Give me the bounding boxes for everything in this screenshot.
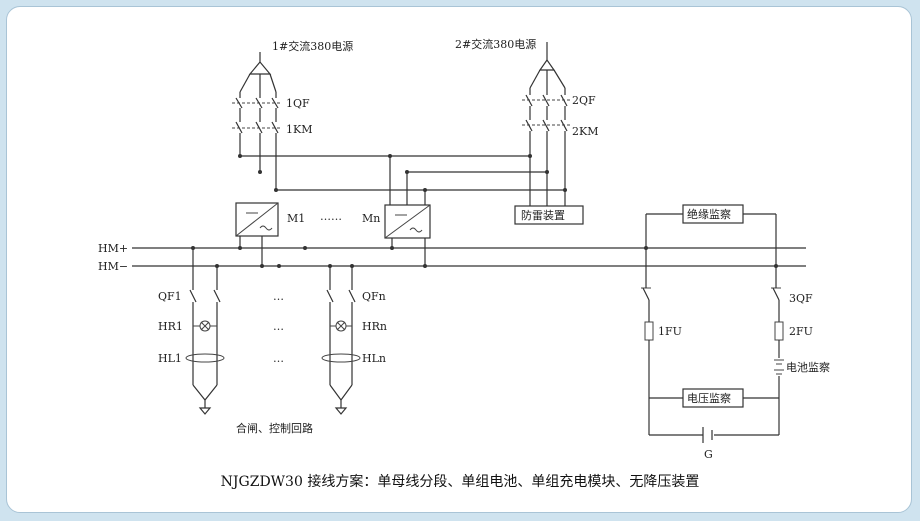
label-qfn: QFn (362, 290, 386, 303)
label-3qf: 3QF (789, 292, 813, 305)
source-1-branch (232, 52, 280, 190)
label-module-dots: …… (320, 210, 342, 223)
charging-module-mn (384, 204, 431, 239)
label-vdots-2: … (273, 320, 284, 333)
label-closing-control-circuit: 合闸、控制回路 (236, 421, 313, 435)
label-source-2: 2#交流380电源 (455, 37, 536, 51)
diagram-caption: NJGZDW30 接线方案：单母线分段、单组电池、单组充电模块、无降压装置 (221, 473, 700, 490)
label-lightning-protection: 防雷装置 (521, 208, 565, 222)
label-source-1: 1#交流380电源 (272, 39, 353, 53)
label-1fu: 1FU (658, 325, 682, 338)
label-module-mn: Mn (362, 212, 380, 225)
label-insulation-monitor: 绝缘监察 (687, 207, 731, 221)
label-hm-minus: HM− (98, 260, 128, 273)
label-2qf: 2QF (572, 94, 596, 107)
lightning-protection-box (514, 205, 584, 225)
diagram-panel (6, 6, 912, 513)
feeder-n (321, 266, 361, 415)
label-hln: HLn (362, 352, 386, 365)
label-voltage-monitor: 电压监察 (687, 391, 731, 405)
label-hl1: HL1 (158, 352, 182, 365)
label-qf1: QF1 (158, 290, 182, 303)
feeder-1 (185, 248, 225, 415)
label-1qf: 1QF (286, 97, 310, 110)
label-2km: 2KM (572, 125, 598, 138)
charging-module-m1 (235, 202, 279, 237)
label-battery-monitor: 电池监察 (786, 360, 830, 374)
source-2-branch (522, 42, 570, 206)
label-hrn: HRn (362, 320, 387, 333)
label-battery-g: G (704, 448, 713, 461)
label-1km: 1KM (286, 123, 312, 136)
bus-junctions (191, 246, 778, 268)
label-hm-plus: HM+ (98, 242, 128, 255)
label-vdots-1: … (273, 290, 284, 303)
label-vdots-3: … (273, 352, 284, 365)
battery-section (641, 204, 784, 443)
ac-distribution-lines (238, 154, 567, 205)
label-2fu: 2FU (789, 325, 813, 338)
label-hr1: HR1 (158, 320, 183, 333)
label-module-m1: M1 (287, 212, 305, 225)
